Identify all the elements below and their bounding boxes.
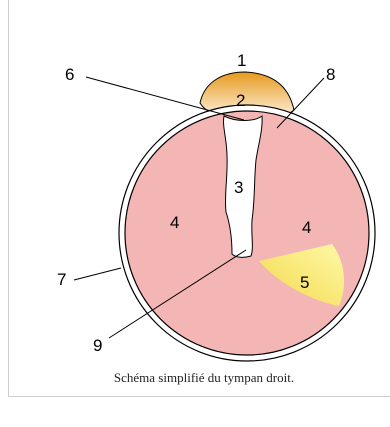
label-1: 1 (237, 51, 246, 70)
label-4-right: 4 (302, 218, 311, 237)
leader-6 (85, 76, 245, 121)
frame-border-bottom (8, 396, 390, 397)
label-8: 8 (326, 65, 335, 84)
label-3: 3 (234, 178, 243, 197)
label-4-left: 4 (170, 213, 179, 232)
leader-8 (276, 77, 325, 129)
label-7: 7 (57, 270, 66, 289)
label-6: 6 (65, 65, 74, 84)
label-2: 2 (236, 91, 245, 110)
label-5: 5 (300, 273, 309, 292)
cone-of-light (259, 244, 345, 306)
label-9: 9 (93, 336, 102, 355)
malleus-handle (223, 115, 263, 258)
figure-caption: Schéma simplifié du tympan droit. (113, 370, 295, 385)
frame-border-left (8, 0, 9, 396)
leader-7 (73, 267, 122, 281)
leader-9 (108, 249, 247, 339)
leader-lines (73, 76, 325, 339)
